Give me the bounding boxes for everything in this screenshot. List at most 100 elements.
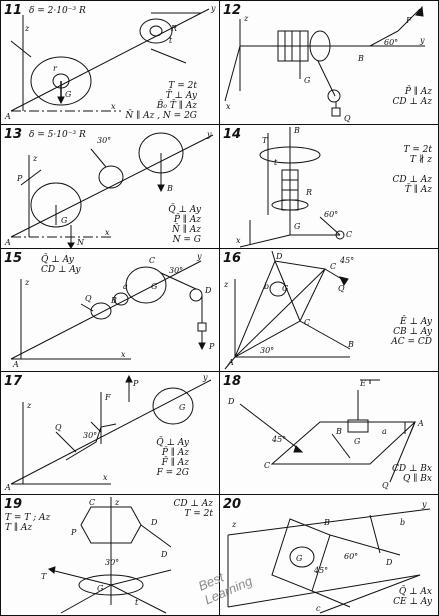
problem-20-diagram: zyc GBD 60°45°b	[220, 500, 438, 615]
svg-text:30°: 30°	[260, 346, 274, 355]
svg-text:b: b	[264, 282, 269, 291]
condition-2: N̄ ∥ Az	[172, 225, 201, 235]
problem-number: 20	[223, 497, 242, 512]
condition-2: CD ⊥ Az	[392, 175, 432, 185]
given-text: T = T ; Az T ∥ Az	[5, 513, 51, 533]
svg-text:y: y	[202, 373, 208, 382]
svg-text:30°: 30°	[83, 431, 97, 440]
problem-number: 18	[223, 374, 242, 389]
svg-text:60°: 60°	[344, 552, 358, 561]
problem-number: 12	[223, 3, 242, 18]
svg-text:C: C	[89, 498, 95, 507]
svg-text:Q: Q	[338, 284, 345, 293]
svg-text:P: P	[208, 342, 215, 351]
svg-text:G: G	[179, 403, 186, 412]
svg-text:F: F	[104, 393, 111, 402]
problem-number: 19	[4, 497, 23, 512]
svg-text:30°: 30°	[97, 136, 111, 145]
svg-text:G: G	[282, 284, 289, 293]
condition-0: T = 2t	[168, 81, 197, 91]
svg-text:45°: 45°	[313, 566, 328, 575]
problem-14-diagram: BTt RGC 60°x	[236, 126, 352, 248]
svg-text:z: z	[231, 520, 237, 529]
svg-text:B: B	[357, 54, 364, 63]
svg-text:60°: 60°	[384, 38, 398, 47]
condition-3: T̄ ∥ Az	[404, 185, 432, 195]
svg-text:T: T	[262, 136, 268, 145]
condition-1: T ∦ z	[409, 155, 432, 165]
svg-text:D: D	[275, 252, 283, 261]
condition-0: Q̄ ⊥ Ay	[156, 438, 189, 448]
svg-text:30°: 30°	[105, 558, 119, 567]
svg-text:A: A	[4, 483, 11, 492]
svg-text:45°: 45°	[339, 256, 354, 265]
svg-text:G: G	[354, 437, 361, 446]
condition-1: P̄ ∥ Az	[173, 215, 201, 225]
svg-text:C: C	[264, 461, 270, 470]
condition-1: Q ∥ Bx	[403, 474, 432, 484]
condition-0: Q̄ ⊥ Ay	[168, 205, 201, 215]
svg-text:G: G	[65, 90, 72, 99]
svg-text:E: E	[359, 379, 366, 388]
svg-text:z: z	[223, 280, 229, 289]
column-divider	[219, 0, 220, 616]
condition-0: CD ⊥ Az	[173, 499, 213, 509]
svg-text:z: z	[24, 24, 30, 33]
problem-18-diagram: DAC BGQ 45°aE	[227, 379, 424, 490]
svg-text:Q: Q	[382, 481, 389, 490]
svg-text:x: x	[105, 228, 110, 237]
svg-text:x: x	[111, 102, 116, 111]
problem-number: 11	[4, 3, 23, 18]
svg-text:Q: Q	[85, 294, 92, 303]
condition-1: CE ⊥ Ay	[393, 597, 432, 607]
condition-1: CD ⊥ Az	[392, 97, 432, 107]
svg-text:t: t	[274, 158, 278, 167]
condition-0: Ē ⊥ Ay	[400, 317, 432, 327]
svg-text:z: z	[24, 278, 30, 287]
svg-text:Q: Q	[344, 114, 351, 123]
problem-17-diagram: Ax z yG Q F P 30°	[4, 373, 219, 492]
svg-text:b: b	[400, 518, 405, 527]
svg-text:x: x	[103, 473, 108, 482]
problem-number: 16	[223, 251, 242, 266]
svg-text:P: P	[16, 174, 23, 183]
condition-3: N̄ ∥ Az , N = 2G	[125, 111, 197, 121]
svg-text:P: P	[70, 528, 77, 537]
svg-text:c: c	[316, 604, 321, 613]
svg-text:B: B	[166, 184, 173, 193]
condition-0: CD ⊥ Bx	[392, 464, 432, 474]
svg-text:z: z	[243, 14, 249, 23]
svg-text:C: C	[346, 230, 352, 239]
row-divider-3	[0, 371, 439, 372]
svg-text:x: x	[121, 350, 126, 359]
row-divider-1	[0, 124, 439, 125]
condition-3: N = G	[172, 235, 201, 245]
svg-text:P: P	[132, 379, 139, 388]
problem-number: 17	[4, 374, 23, 389]
svg-text:T: T	[41, 572, 47, 581]
svg-text:t: t	[169, 36, 173, 45]
svg-text:B: B	[293, 126, 300, 135]
problem-12-diagram: zxy GBF Q60°	[220, 1, 425, 123]
svg-text:G: G	[151, 282, 158, 291]
svg-text:45°: 45°	[271, 435, 286, 444]
svg-text:G: G	[61, 216, 68, 225]
svg-text:D: D	[150, 518, 158, 527]
svg-text:D: D	[385, 558, 393, 567]
condition-1: T = 2t	[184, 509, 213, 519]
svg-text:N: N	[76, 238, 85, 247]
svg-text:Q: Q	[55, 423, 62, 432]
svg-text:z: z	[26, 401, 32, 410]
svg-text:30°: 30°	[169, 266, 183, 275]
svg-text:B: B	[110, 296, 117, 305]
